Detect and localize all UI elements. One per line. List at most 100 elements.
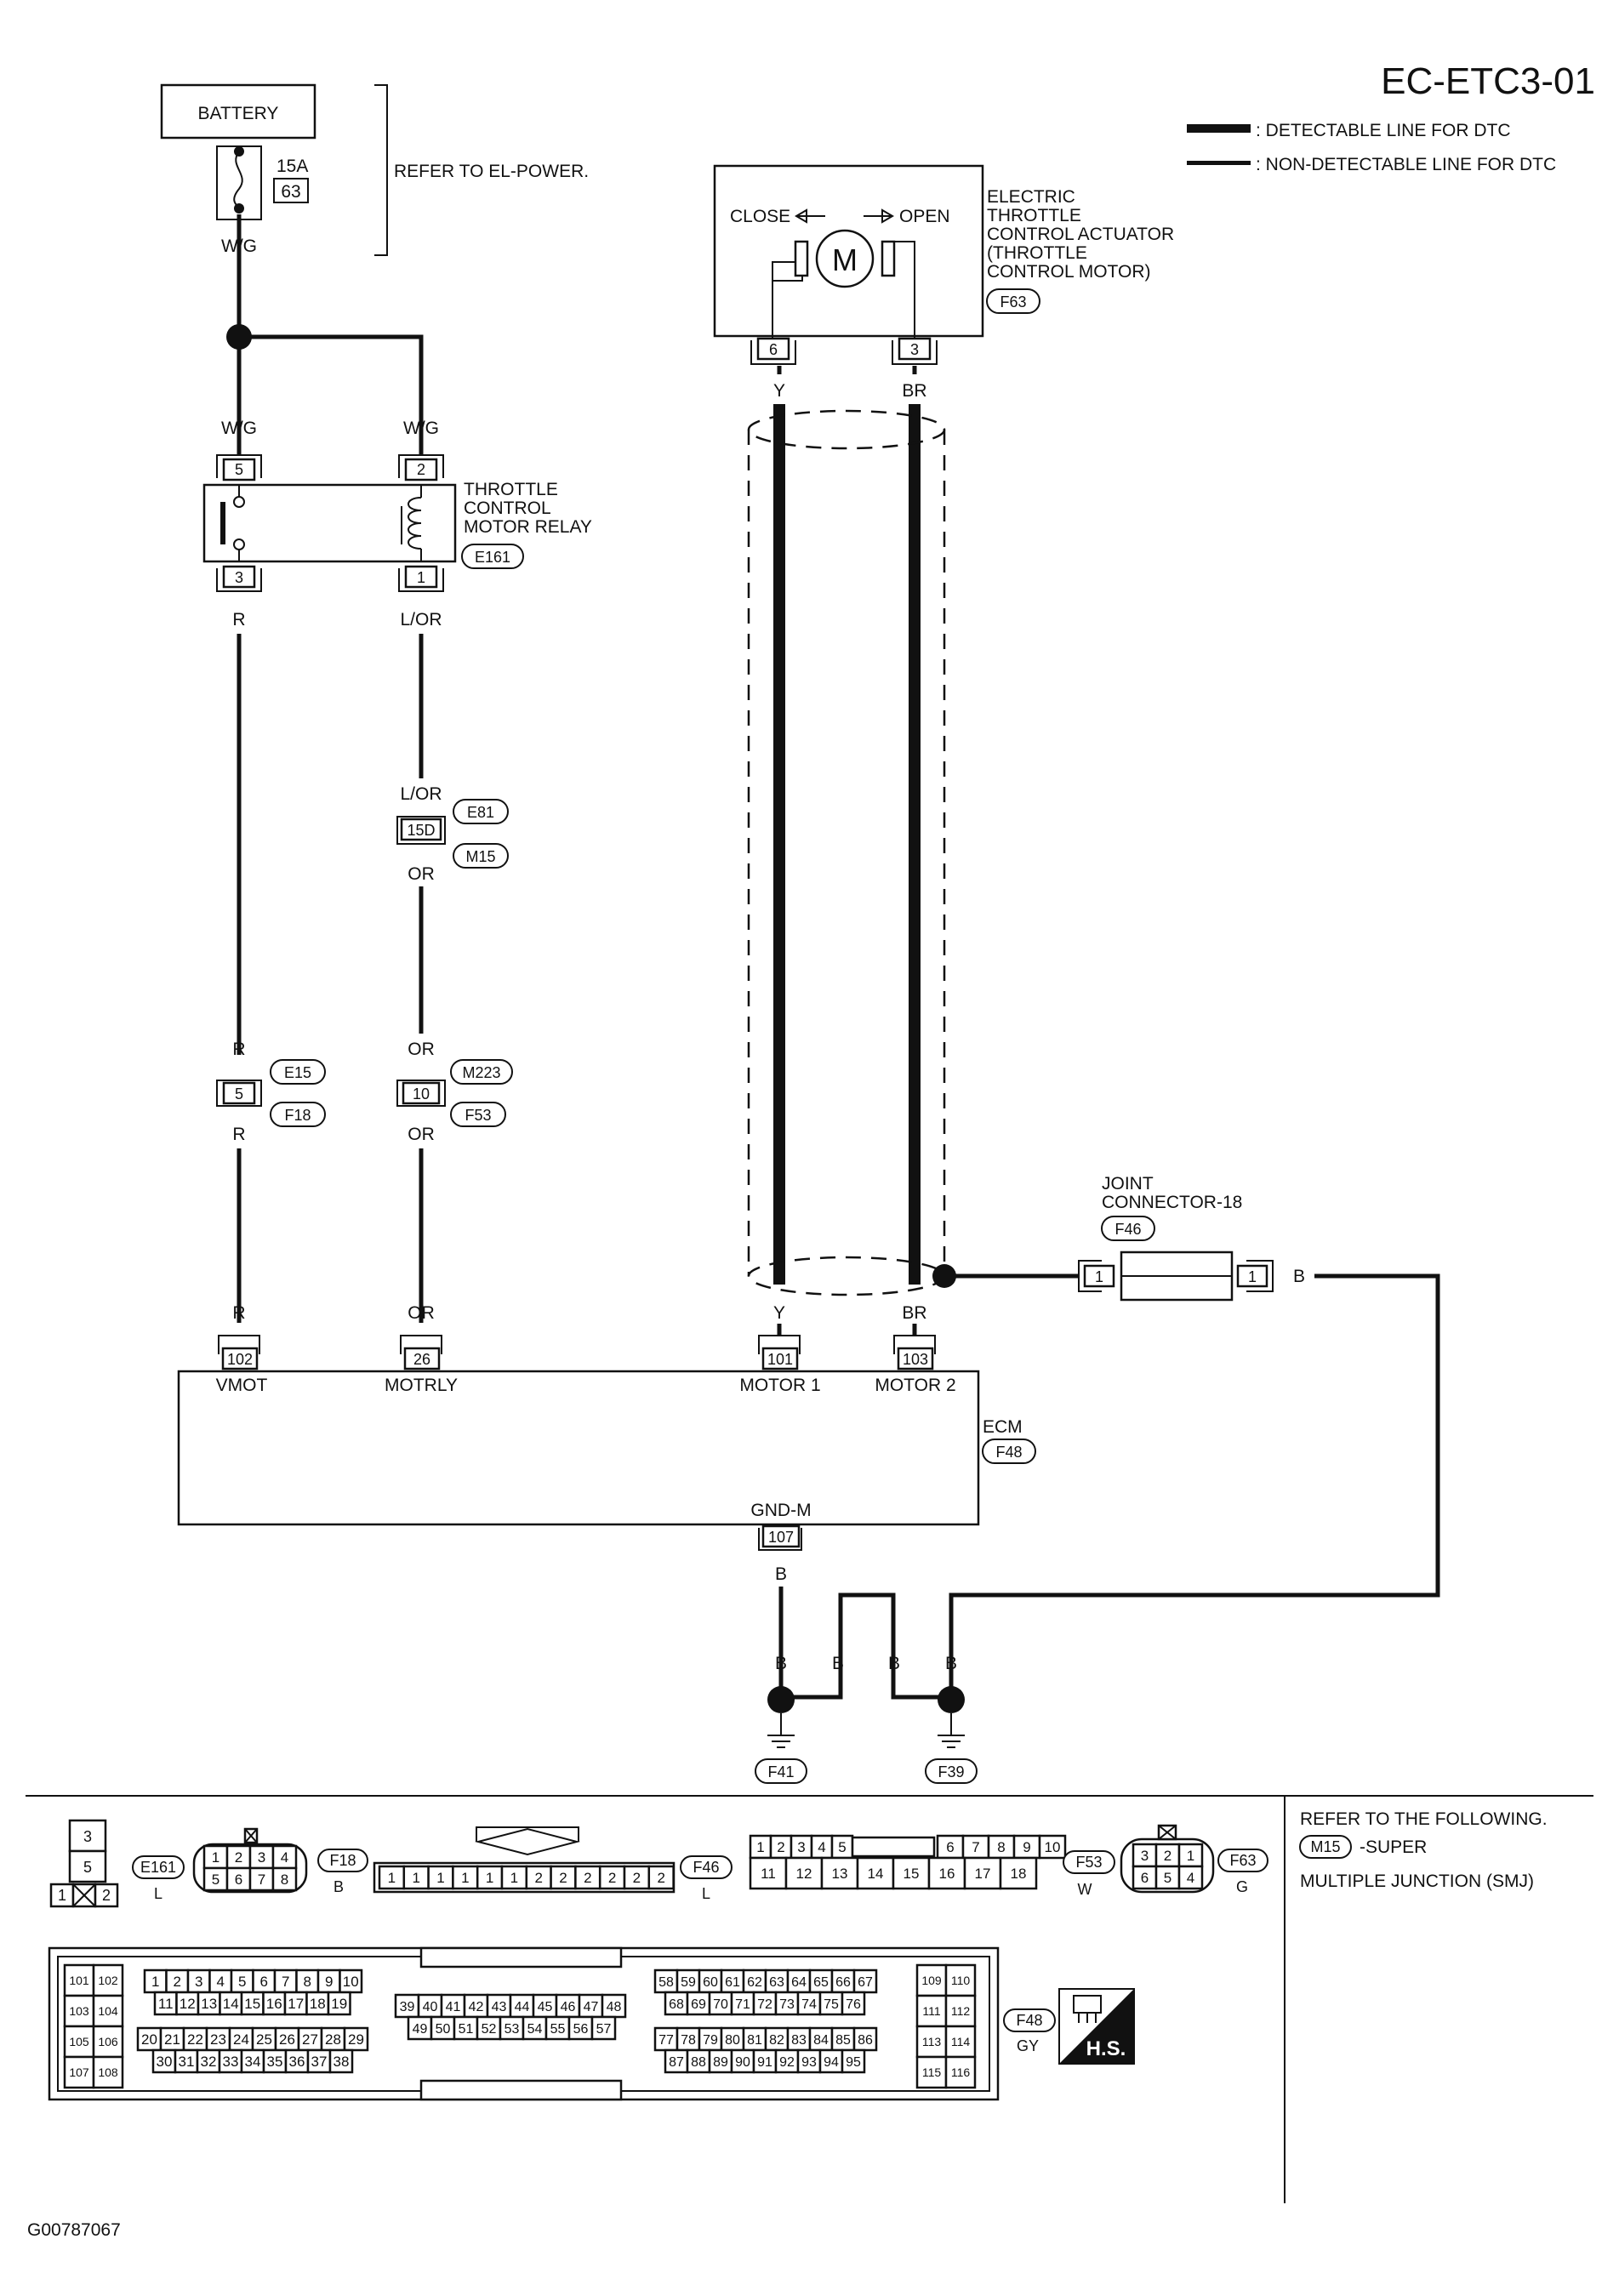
actuator-close-label: CLOSE bbox=[730, 207, 790, 226]
f63-pin-label: 3 bbox=[1141, 1848, 1149, 1864]
relay-pin-2-tab bbox=[398, 454, 444, 481]
motor1-wire-color: Y bbox=[773, 1303, 785, 1323]
f48-cell bbox=[284, 2048, 310, 2074]
f48-pin-label: 92 bbox=[779, 2055, 795, 2070]
ground-wire-4: B bbox=[945, 1654, 957, 1673]
f53-pin-label: 4 bbox=[818, 1839, 825, 1855]
f48-pin-label: 44 bbox=[515, 2000, 530, 2014]
f48-cell bbox=[808, 2026, 834, 2052]
f48-pin-label: 45 bbox=[538, 2000, 553, 2014]
relay-pin-2: 2 bbox=[417, 461, 425, 478]
f18-pin-label: 4 bbox=[281, 1849, 288, 1866]
f48-pin-label: 81 bbox=[747, 2033, 762, 2048]
f46-cell bbox=[647, 1865, 675, 1890]
f48-cell bbox=[92, 2055, 124, 2089]
f48-pin-label: 2 bbox=[174, 1974, 181, 1990]
f48-pin-label: 10 bbox=[343, 1974, 359, 1990]
f48-pin-label: 36 bbox=[289, 2054, 305, 2070]
f48-cell bbox=[328, 2048, 354, 2074]
f53-cell bbox=[1012, 1834, 1041, 1860]
actuator-open-label: OPEN bbox=[899, 207, 950, 226]
actuator-wire-b: BR bbox=[902, 381, 926, 401]
svg-text:2: 2 bbox=[102, 1887, 111, 1904]
m223-bottom-wire: OR bbox=[408, 1125, 435, 1144]
svg-text:F48: F48 bbox=[1016, 2012, 1042, 2029]
m223-id: M223 bbox=[462, 1064, 500, 1081]
f48-pin-label: 54 bbox=[527, 2022, 543, 2037]
actuator-pin-3-tab bbox=[892, 337, 938, 365]
svg-text:W: W bbox=[1078, 1881, 1092, 1898]
f48-pin-label: 114 bbox=[951, 2035, 971, 2048]
f48-cell bbox=[92, 2025, 124, 2059]
f48-cell bbox=[174, 2048, 199, 2074]
f46-cell bbox=[525, 1865, 552, 1890]
f63-pin-label: 4 bbox=[1187, 1870, 1194, 1886]
f48-cell bbox=[327, 1991, 351, 2016]
connector-view-e161: 3 5 1 2 E161 L bbox=[49, 1819, 185, 1908]
f48-cell bbox=[151, 2048, 177, 2074]
f48-pin-label: 104 bbox=[98, 2004, 118, 2018]
f48-cell bbox=[752, 2048, 778, 2074]
ecm-terminal-gnd: GND-M bbox=[750, 1501, 811, 1520]
f46-pin-label: 2 bbox=[534, 1870, 542, 1886]
f48-pin-label: 9 bbox=[325, 1974, 333, 1990]
m15-badge bbox=[453, 843, 509, 869]
f48-pin-label: 62 bbox=[747, 1975, 762, 1990]
ecm-pin-motor1: 101 bbox=[767, 1351, 793, 1368]
svg-text:L: L bbox=[154, 1885, 162, 1902]
f48-pin-label: 70 bbox=[713, 1997, 728, 2012]
f48-cell bbox=[915, 1963, 948, 1997]
fuse-number: 63 bbox=[281, 182, 300, 202]
f48-cell bbox=[730, 1991, 755, 2016]
legend-detectable-label: : DETECTABLE LINE FOR DTC bbox=[1256, 121, 1511, 140]
f48-cell bbox=[764, 2026, 790, 2052]
f63-pin-label: 2 bbox=[1164, 1848, 1171, 1864]
f46-pin-label: 1 bbox=[388, 1870, 396, 1886]
f18-pin-label: 2 bbox=[235, 1849, 242, 1866]
ecm-body bbox=[177, 1370, 980, 1526]
f53-pin-label: 7 bbox=[972, 1839, 979, 1855]
f48-pin-label: 71 bbox=[735, 1997, 750, 2012]
relay-pin-3: 3 bbox=[235, 569, 243, 586]
ecm-pin-motor2: 103 bbox=[903, 1351, 928, 1368]
relay-body bbox=[202, 483, 457, 563]
f48-cell bbox=[252, 1968, 276, 1994]
f53-pin-label: 15 bbox=[904, 1866, 920, 1882]
f48-pin-label: 23 bbox=[210, 2031, 226, 2048]
f48-pin-label: 15 bbox=[244, 1996, 260, 2012]
svg-text:B: B bbox=[333, 1878, 344, 1895]
svg-text:F53: F53 bbox=[1075, 1854, 1102, 1871]
f48-pin-label: 32 bbox=[201, 2054, 217, 2070]
e81-pin: 15D bbox=[407, 822, 435, 839]
f48-pin-label: 110 bbox=[951, 1974, 971, 1987]
f53-cell bbox=[999, 1856, 1038, 1890]
f48-pin-label: 103 bbox=[69, 2004, 89, 2018]
f48-pin-label: 89 bbox=[713, 2055, 728, 2070]
ground-wire-1: B bbox=[775, 1654, 787, 1673]
joint-connector-id: F46 bbox=[1114, 1221, 1141, 1238]
f63-pin-label: 5 bbox=[1164, 1870, 1171, 1886]
f48-pin-label: 108 bbox=[98, 2065, 118, 2079]
relay-connector-id: E161 bbox=[475, 549, 510, 566]
refer-m15-id: M15 bbox=[1310, 1838, 1340, 1855]
f48-pin-label: 101 bbox=[69, 1974, 89, 1987]
e81-top-wire: L/OR bbox=[400, 784, 442, 804]
f46-pin-label: 2 bbox=[657, 1870, 664, 1886]
f18-pin-label: 5 bbox=[212, 1872, 219, 1888]
relay-pin-5: 5 bbox=[235, 461, 243, 478]
relay-name-line3: MOTOR RELAY bbox=[464, 517, 592, 537]
f48-pin-label: 41 bbox=[446, 2000, 461, 2014]
f46-pin-label: 2 bbox=[608, 1870, 616, 1886]
gnd-wire-color: B bbox=[775, 1564, 787, 1584]
f48-pin-label: 18 bbox=[310, 1996, 326, 2012]
f48-pin-label: 8 bbox=[304, 1974, 311, 1990]
f48-pin-label: 35 bbox=[267, 2054, 283, 2070]
ecm-connector-badge bbox=[982, 1439, 1036, 1464]
f46-pin-label: 2 bbox=[633, 1870, 641, 1886]
ecm-connector-id: F48 bbox=[995, 1444, 1022, 1461]
svg-text:5: 5 bbox=[83, 1859, 92, 1876]
f48-pin-label: 86 bbox=[858, 2033, 873, 2048]
e15-badge bbox=[270, 1059, 326, 1085]
f48-pin-label: 39 bbox=[400, 2000, 415, 2014]
f48-pin-label: 87 bbox=[669, 2055, 684, 2070]
